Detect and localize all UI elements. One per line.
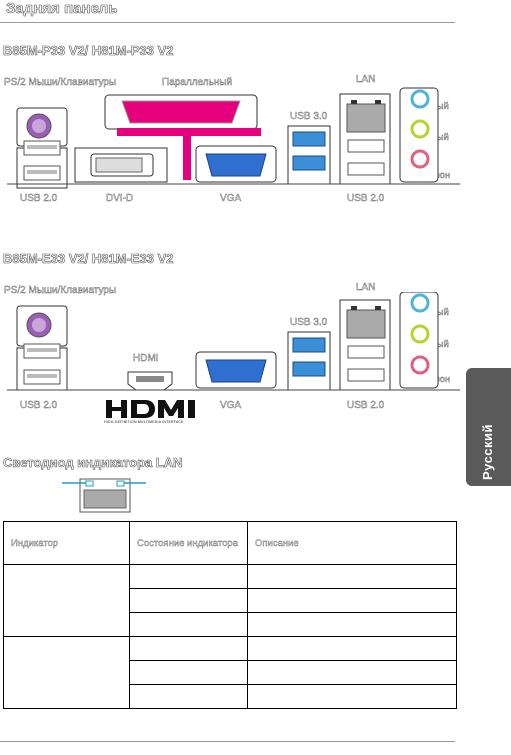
panel-e33-title: B85M-E33 V2/ H81M-E33 V2 bbox=[3, 251, 174, 267]
header-divider bbox=[0, 22, 455, 23]
table-cell-description bbox=[247, 588, 457, 613]
table-cell-description bbox=[247, 564, 457, 589]
p33-usb3-icon bbox=[287, 125, 331, 185]
e33-usb2-left-icon bbox=[16, 343, 68, 391]
table-cell-state bbox=[129, 684, 248, 709]
e33-vga-port-icon bbox=[195, 351, 277, 389]
table-cell-description bbox=[247, 684, 457, 709]
p33-usb2-left-icon bbox=[16, 140, 68, 189]
p33-vga-label: VGA bbox=[220, 193, 242, 204]
e33-lan-label: LAN bbox=[356, 282, 376, 293]
table-cell-indicator bbox=[3, 564, 130, 637]
e33-lan-port-icon bbox=[339, 299, 391, 391]
p33-ps2-port-icon bbox=[16, 107, 68, 147]
language-tab: Русский bbox=[466, 368, 511, 486]
e33-usb3-icon bbox=[287, 331, 331, 391]
table-cell-state bbox=[129, 564, 248, 589]
footer-divider bbox=[0, 741, 455, 742]
language-tab-label: Русский bbox=[480, 423, 495, 480]
table-row bbox=[3, 564, 457, 637]
lan-led-diagram-icon bbox=[62, 478, 146, 513]
hdmi-logo-tagline: HIGH-DEFINITION MULTIMEDIA INTERFACE bbox=[104, 420, 184, 424]
e33-hdmi-port-icon bbox=[127, 371, 173, 391]
p33-usb2-right-label: USB 2.0 bbox=[347, 193, 385, 204]
p33-usb3-label: USB 3.0 bbox=[290, 111, 328, 122]
table-cell-description bbox=[247, 660, 457, 685]
table-cell-state bbox=[129, 612, 248, 637]
e33-audio-jacks-icon bbox=[399, 292, 439, 389]
p33-usb2-left-label: USB 2.0 bbox=[20, 193, 58, 204]
panel-p33-title: B85M-P33 V2/ H81M-P33 V2 bbox=[3, 43, 174, 59]
table-row bbox=[4, 684, 457, 709]
table-row bbox=[4, 588, 457, 613]
lan-led-table: Индикатор Состояние индикатора Описание bbox=[3, 521, 457, 709]
table-cell-description bbox=[247, 612, 457, 637]
p33-dvid-port-icon bbox=[74, 147, 168, 183]
p33-lan-port-icon bbox=[339, 93, 391, 185]
p33-parallel-port-icon bbox=[104, 94, 261, 180]
table-cell-state bbox=[129, 588, 248, 613]
lan-led-title: Светодиод индикатора LAN bbox=[3, 455, 183, 471]
p33-vga-port-icon bbox=[195, 145, 277, 183]
table-cell-state bbox=[129, 636, 248, 661]
table-header-row: Индикатор Состояние индикатора Описание bbox=[3, 521, 457, 565]
header-state: Состояние индикатора bbox=[129, 521, 248, 565]
header-description: Описание bbox=[247, 521, 457, 565]
p33-parallel-label: Параллельный bbox=[162, 77, 233, 88]
table-cell-state bbox=[129, 660, 248, 685]
e33-hdmi-label: HDMI bbox=[133, 353, 159, 364]
table-cell-indicator bbox=[3, 636, 130, 709]
e33-ps2-label: PS/2 Мыши/Клавиатуры bbox=[4, 285, 117, 296]
hdmi-logo-icon bbox=[106, 400, 195, 418]
e33-usb2-right-label: USB 2.0 bbox=[347, 400, 385, 411]
header-indicator: Индикатор bbox=[3, 521, 130, 565]
e33-usb3-label: USB 3.0 bbox=[290, 317, 328, 328]
p33-lan-label: LAN bbox=[356, 74, 376, 85]
table-cell-description bbox=[247, 636, 457, 661]
e33-vga-label: VGA bbox=[220, 400, 242, 411]
p33-dvid-label: DVI-D bbox=[106, 193, 134, 204]
p33-ps2-label: PS/2 Мыши/Клавиатуры bbox=[4, 77, 117, 88]
p33-panel-diagram bbox=[7, 87, 460, 189]
p33-audio-jacks-icon bbox=[399, 87, 439, 183]
e33-panel-diagram bbox=[7, 292, 460, 391]
e33-ps2-port-icon bbox=[16, 305, 68, 347]
e33-usb2-left-label: USB 2.0 bbox=[20, 400, 58, 411]
table-row bbox=[3, 636, 457, 709]
page-title: Задняя панель bbox=[6, 0, 118, 17]
